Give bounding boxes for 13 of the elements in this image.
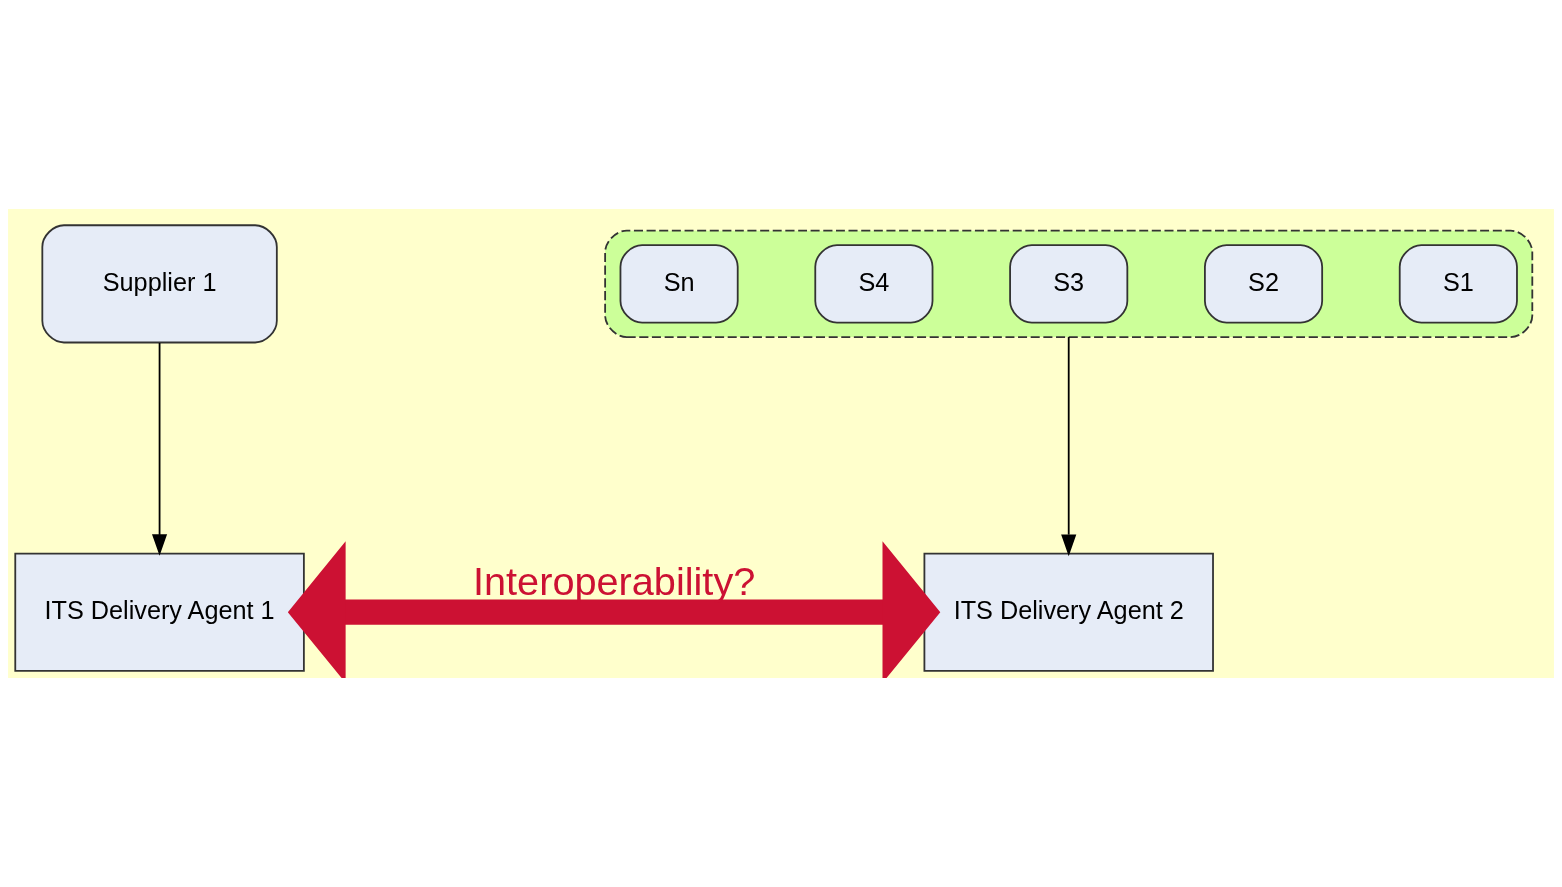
node-box: ITS Delivery Agent 2: [923, 552, 1214, 672]
arrow: [287, 541, 941, 678]
edge-label: Interoperability?: [473, 559, 756, 604]
node-box: S4: [814, 244, 934, 324]
node-box: Sn: [619, 244, 739, 324]
node-box: S3: [1009, 244, 1129, 324]
node-box: ITS Delivery Agent 1: [14, 552, 305, 672]
arrow: [152, 342, 168, 556]
cluster: [604, 229, 1534, 338]
arrow: [1061, 336, 1077, 557]
node-box: S2: [1204, 244, 1324, 324]
node-box: S1: [1398, 244, 1518, 324]
node-box: Supplier 1: [41, 224, 278, 344]
